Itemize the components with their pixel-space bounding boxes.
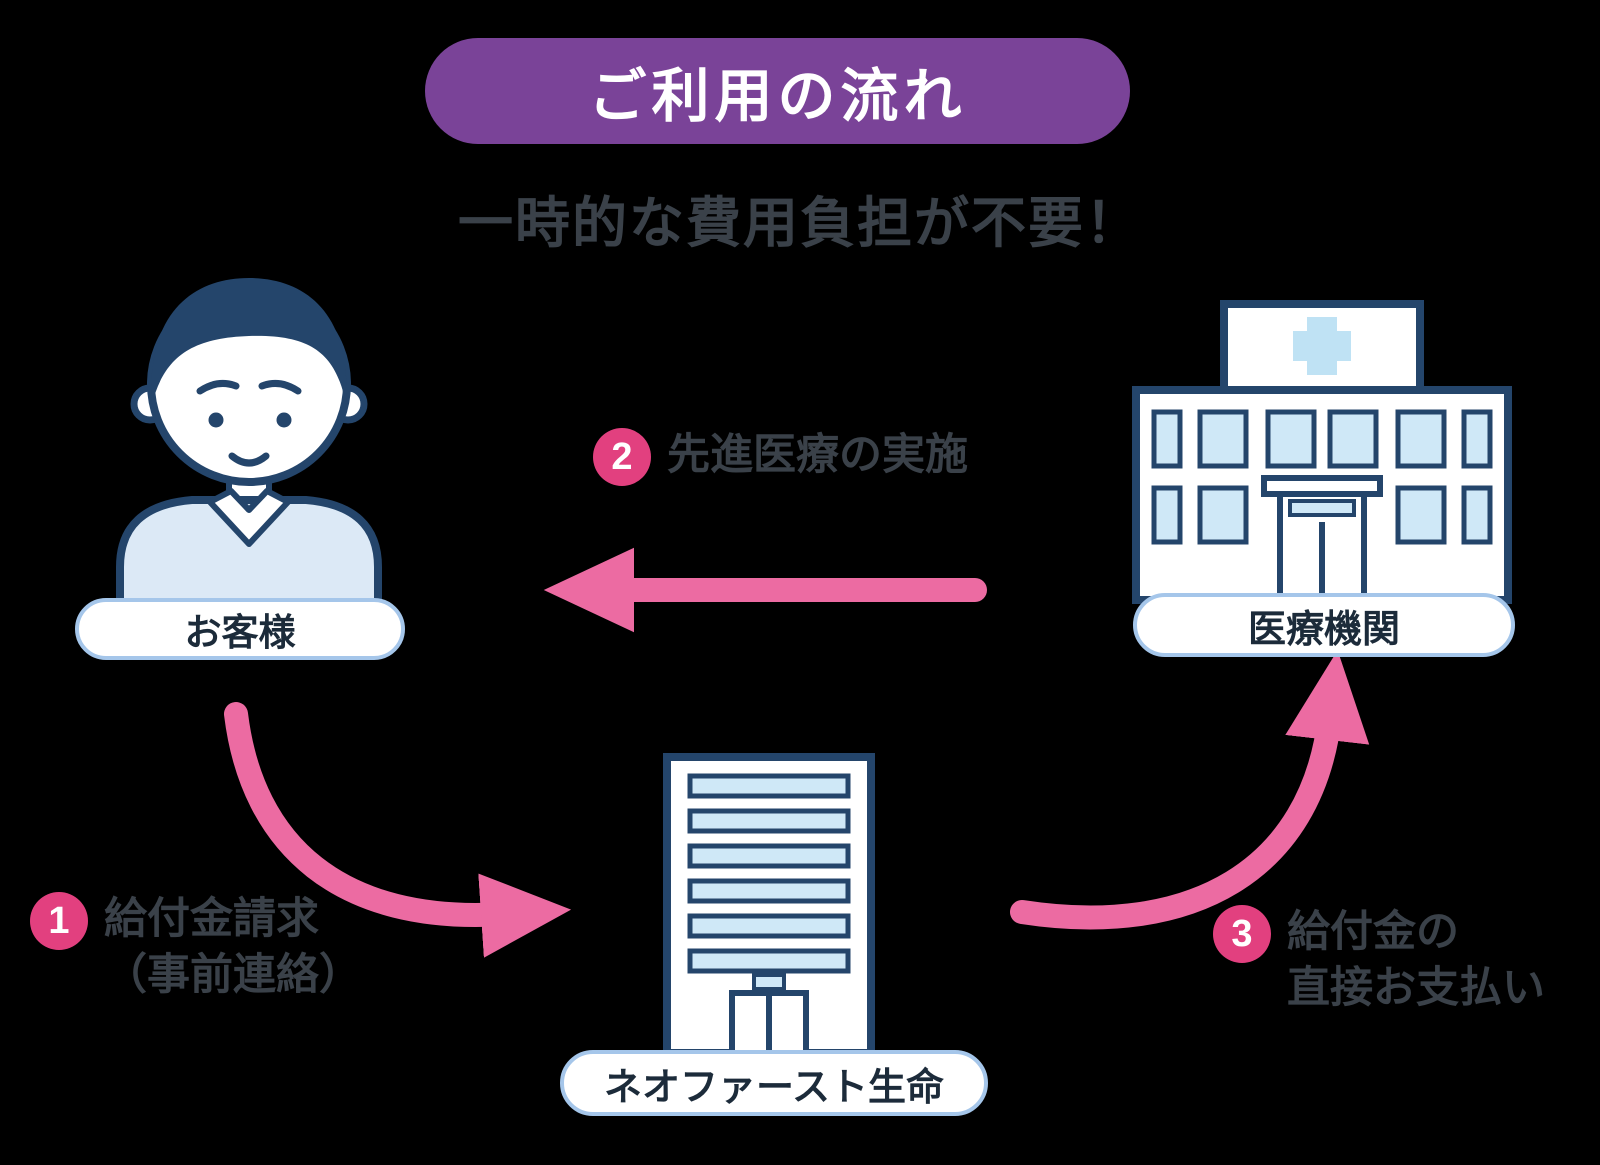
customer-label: お客様: [75, 598, 405, 660]
hospital-label-text: 医療機関: [1247, 608, 1400, 651]
arrow-claim: [224, 702, 572, 958]
step-2-label-line1: 先進医療の実施: [667, 431, 968, 479]
step-3-label: 給付金の 直接お支払い: [1287, 905, 1545, 1017]
insurer-label: ネオファースト生命: [560, 1050, 988, 1116]
step-1-label: 給付金請求 （事前連絡）: [104, 892, 362, 1004]
step-1-number-badge: 1: [30, 892, 88, 950]
insurer-label-text: ネオファースト生命: [603, 1066, 945, 1109]
step-1-label-line1: 給付金請求: [104, 895, 319, 943]
insurer-illustration: [660, 750, 878, 1060]
step-3-number-badge: 3: [1213, 905, 1271, 963]
step-1-label-line2: （事前連絡）: [104, 950, 362, 999]
hospital-illustration: [1128, 296, 1516, 608]
title-banner: ご利用の流れ: [425, 38, 1130, 144]
title-text: ご利用の流れ: [588, 64, 967, 129]
office-building-icon: [663, 753, 875, 1057]
person-icon: [116, 278, 382, 634]
step-1: 1 給付金請求 （事前連絡）: [30, 892, 362, 1004]
hospital-icon: [1132, 300, 1512, 604]
step-2: 2 先進医療の実施: [593, 428, 968, 486]
step-2-number-badge: 2: [593, 428, 651, 486]
arrow-payment: [1010, 650, 1370, 930]
hospital-label: 医療機関: [1133, 593, 1515, 657]
customer-illustration: [90, 262, 408, 634]
customer-label-text: お客様: [184, 612, 296, 653]
step-3-label-line2: 直接お支払い: [1287, 963, 1545, 1012]
step-2-label: 先進医療の実施: [667, 428, 968, 484]
step-3: 3 給付金の 直接お支払い: [1213, 905, 1545, 1017]
subtitle-text: 一時的な費用負担が不要！: [457, 192, 1142, 254]
step-3-label-line1: 給付金の: [1287, 908, 1459, 956]
